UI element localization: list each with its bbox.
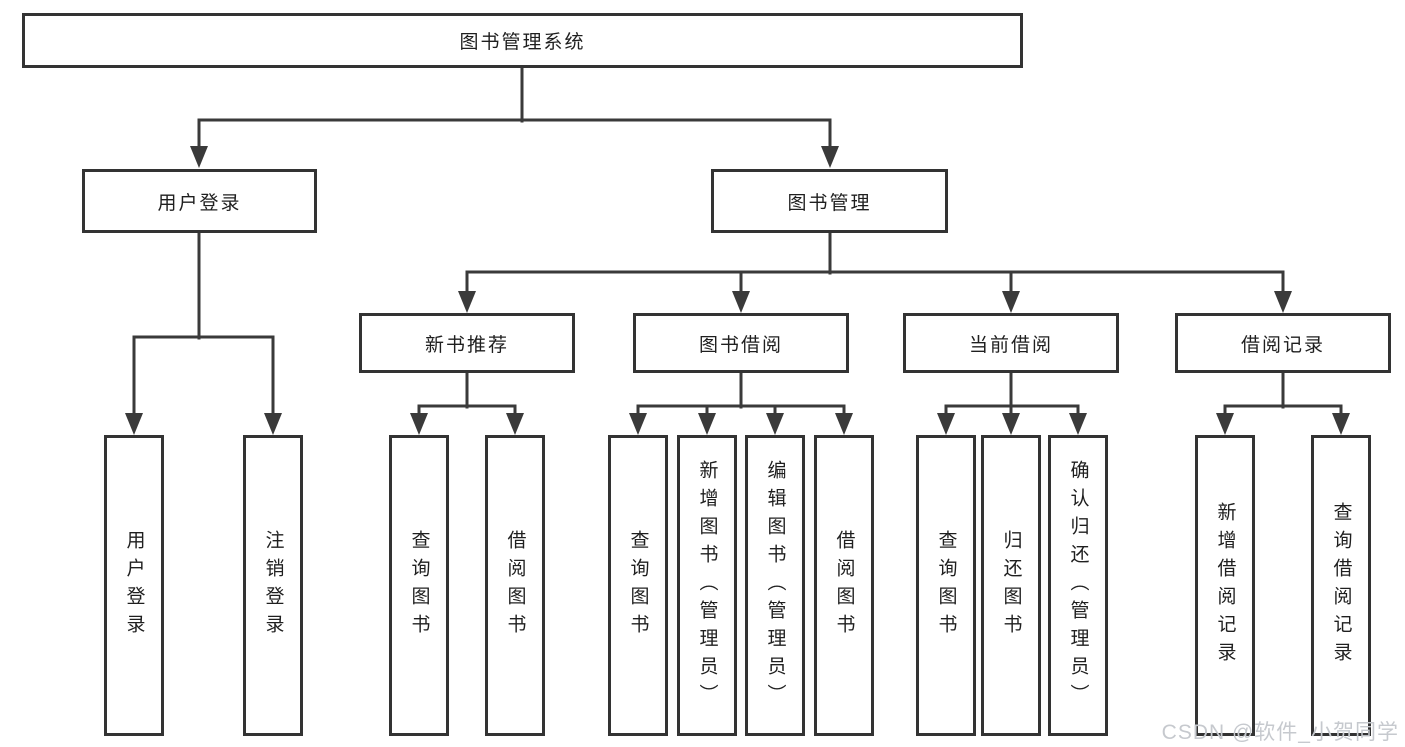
leaf-recommend-borrow-books: 借阅图书	[485, 435, 545, 736]
arrow-down-icon	[629, 413, 647, 435]
arrow-down-icon	[821, 146, 839, 168]
arrow-down-icon	[1002, 413, 1020, 435]
arrow-down-icon	[1332, 413, 1350, 435]
arrow-down-icon	[937, 413, 955, 435]
leaf-add-borrow-record: 新增借阅记录	[1195, 435, 1255, 736]
arrow-down-icon	[1274, 291, 1292, 313]
node-library-management-system: 图书管理系统	[22, 13, 1023, 68]
arrow-down-icon	[264, 413, 282, 435]
arrow-down-icon	[732, 291, 750, 313]
arrow-down-icon	[698, 413, 716, 435]
csdn-watermark: CSDN @软件_小贺同学	[1161, 721, 1399, 744]
leaf-edit-book-admin: 编辑图书（管理员）	[745, 435, 805, 736]
leaf-current-query-books: 查询图书	[916, 435, 976, 736]
arrow-down-icon	[1002, 291, 1020, 313]
arrow-down-icon	[766, 413, 784, 435]
arrow-down-icon	[1216, 413, 1234, 435]
arrow-down-icon	[190, 146, 208, 168]
arrow-down-icon	[506, 413, 524, 435]
node-current-borrowing: 当前借阅	[903, 313, 1119, 373]
arrow-down-icon	[410, 413, 428, 435]
node-book-management: 图书管理	[711, 169, 948, 233]
leaf-borrowing-query-books: 查询图书	[608, 435, 668, 736]
leaf-confirm-return-admin: 确认归还（管理员）	[1048, 435, 1108, 736]
arrow-down-icon	[835, 413, 853, 435]
node-new-book-recommendation: 新书推荐	[359, 313, 575, 373]
leaf-borrowing-borrow-books: 借阅图书	[814, 435, 874, 736]
arrow-down-icon	[1069, 413, 1087, 435]
arrow-down-icon	[458, 291, 476, 313]
node-user-login: 用户登录	[82, 169, 317, 233]
node-borrowing-records: 借阅记录	[1175, 313, 1391, 373]
node-book-borrowing: 图书借阅	[633, 313, 849, 373]
leaf-add-book-admin: 新增图书（管理员）	[677, 435, 737, 736]
leaf-user-login: 用户登录	[104, 435, 164, 736]
leaf-query-borrow-record: 查询借阅记录	[1311, 435, 1371, 736]
leaf-return-book: 归还图书	[981, 435, 1041, 736]
leaf-logout: 注销登录	[243, 435, 303, 736]
leaf-recommend-query-books: 查询图书	[389, 435, 449, 736]
arrow-down-icon	[125, 413, 143, 435]
